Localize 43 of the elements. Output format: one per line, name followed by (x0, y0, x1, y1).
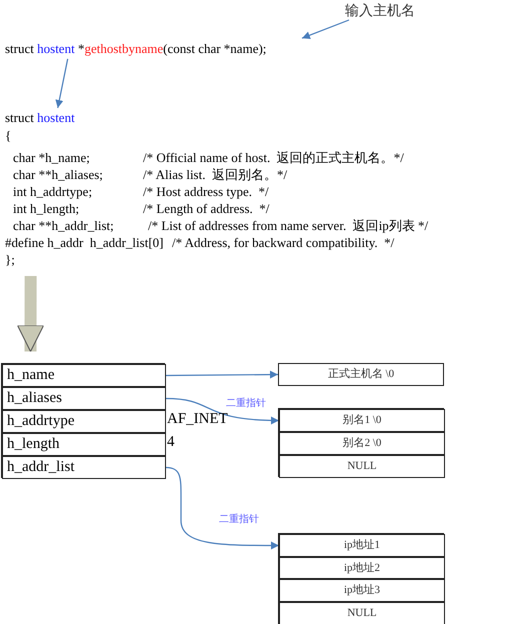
address-pointer-cell: ip地址2 (279, 557, 445, 579)
block-arrow (17, 276, 44, 352)
code-comment: /* List of addresses from name server. 返回ip列表 */ (148, 217, 428, 234)
address-pointer-cell: ip地址1 (279, 534, 445, 557)
struct-field-cell: h_length (2, 433, 166, 456)
struct-field-cell: h_name (2, 364, 166, 387)
struct-field-cell: h_addrtype (2, 410, 166, 433)
table-frame (278, 408, 444, 477)
struct-field-cell: h_aliases (2, 387, 166, 410)
string-cell: 正式主机名 \0 (278, 363, 444, 386)
code-line: { (5, 127, 12, 144)
table-frame (278, 533, 444, 624)
code-declaration: int h_addrtype; (13, 183, 92, 200)
code-declaration: char *h_name; (13, 149, 90, 166)
code-declaration: char **h_aliases; (13, 166, 103, 183)
code-declaration: char **h_addr_list; (13, 217, 114, 234)
arrow (166, 466, 279, 550)
string-pointer-cell: NULL (279, 455, 445, 478)
code-comment: /* Address, for backward compatibility. */ (172, 234, 394, 251)
code-comment: /* Host address type. */ (143, 183, 269, 200)
value-text: AF_INET (167, 411, 228, 428)
string-pointer-cell: 别名1 \0 (279, 409, 445, 432)
arrow (55, 58, 68, 108)
string-pointer-cell: 别名2 \0 (279, 432, 445, 455)
arrow (166, 398, 280, 424)
address-pointer-cell: NULL (279, 602, 445, 624)
code-comment: /* Length of address. */ (143, 200, 270, 217)
annotation-text: 输入主机名 (345, 2, 425, 22)
value-text: 4 (167, 434, 174, 451)
edge-label: 二重指针 (225, 398, 267, 410)
code-line: struct hostent *gethostbyname(const char *name); (5, 40, 335, 58)
code-line: }; (5, 251, 15, 268)
arrow (302, 19, 350, 40)
table-frame (1, 363, 165, 478)
code-comment: /* Alias list. 返回别名。*/ (143, 166, 288, 183)
code-declaration: int h_length; (13, 200, 80, 217)
code-declaration: #define h_addr h_addr_list[0] (5, 234, 164, 251)
arrow (166, 370, 278, 379)
edge-label: 二重指针 (218, 514, 260, 526)
address-pointer-cell: ip地址3 (279, 579, 445, 602)
struct-field-cell: h_addr_list (2, 456, 166, 479)
code-comment: /* Official name of host. 返回的正式主机名。*/ (143, 149, 404, 166)
code-line: struct hostent (5, 109, 75, 126)
